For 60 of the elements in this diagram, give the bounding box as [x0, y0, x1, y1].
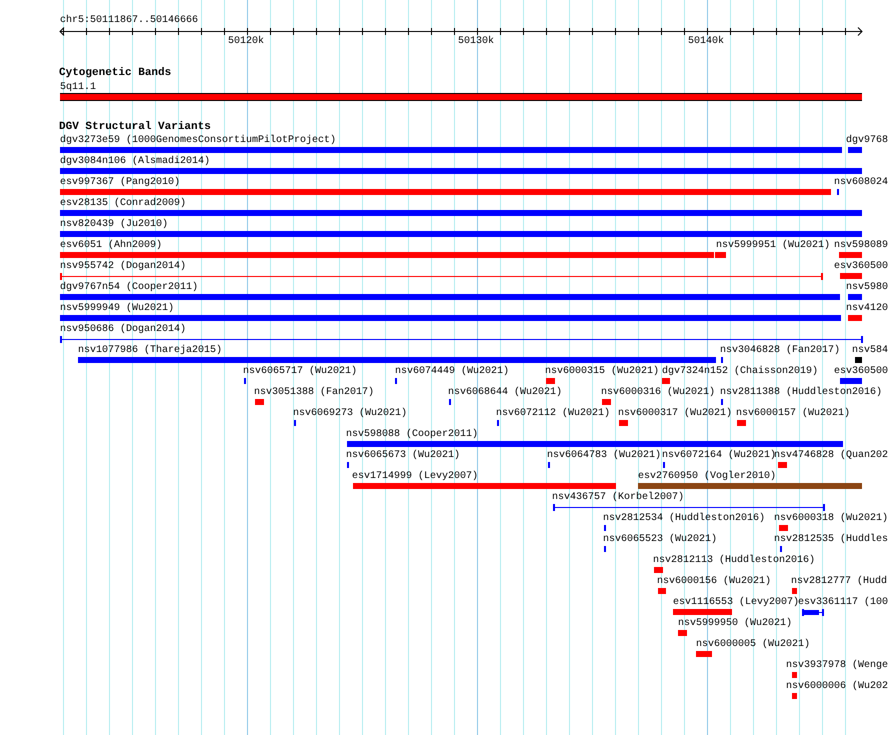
variant-label: esv1714999 (Levy2007) [352, 471, 478, 482]
variant-label: nsv955742 (Dogan2014) [60, 261, 186, 272]
variant-label: nsv3046828 (Fan2017) [720, 345, 840, 356]
variant-label: esv1116553 (Levy2007) [673, 597, 800, 608]
variant-label: nsv5999950 (Wu2021) [678, 618, 792, 629]
tick-label: 50140k [688, 36, 724, 47]
variant-label: esv360500 [834, 261, 888, 272]
variant-label: nsv6000318 (Wu2021) [774, 513, 888, 524]
variant-label: dgv7324n152 (Chaisson2019) [662, 366, 818, 377]
variant-label: dgv3084n106 (Alsmadi2014) [60, 156, 210, 167]
variant-label: nsv6064783 (Wu2021) [547, 450, 662, 461]
variant-label: nsv608024 [834, 177, 888, 188]
coordinate-label: chr5:50111867..50146666 [60, 15, 198, 26]
variant-label: nsv6000156 (Wu2021) [657, 576, 772, 587]
variant-label: esv997367 (Pang2010) [60, 177, 180, 188]
variant-label: nsv6000316 (Wu2021) [601, 387, 716, 398]
variant-label: nsv5999949 (Wu2021) [60, 303, 174, 314]
variant-label: nsv6072112 (Wu2021) [496, 408, 610, 419]
variant-label: esv28135 (Conrad2009) [60, 198, 186, 209]
variant-label: nsv6065523 (Wu2021) [603, 534, 718, 545]
variant-label: nsv6069273 (Wu2021) [293, 408, 408, 419]
variant-label: nsv598089 [834, 240, 888, 251]
variant-label: dgv9768 [846, 135, 888, 146]
variant-label: nsv2812777 (Hudd [791, 576, 888, 587]
variant-label: dgv3273e59 (1000GenomesConsortiumPilotProject) [60, 135, 336, 146]
track-title: DGV Structural Variants [59, 122, 211, 133]
variant-label: nsv820439 (Ju2010) [60, 219, 168, 230]
variant-label: nsv1077986 (Thareja2015) [78, 345, 222, 356]
variant-label: nsv6068644 (Wu2021) [448, 387, 562, 398]
tick-label: 50130k [458, 36, 494, 47]
variant-label: esv6051 (Ahn2009) [60, 240, 162, 251]
variant-label: nsv2812534 (Huddleston2016) [603, 513, 766, 524]
variant-label: nsv950686 (Dogan2014) [60, 324, 186, 335]
variant-label: nsv6000315 (Wu2021) [545, 366, 660, 377]
variant-label: 5q11.1 [60, 82, 96, 93]
variant-label: nsv2812535 (Huddles [774, 534, 888, 545]
variant-label: nsv4746828 (Quan202 [774, 450, 888, 461]
tick-label: 50120k [228, 36, 264, 47]
variant-label: nsv5999951 (Wu2021) [716, 240, 830, 251]
variant-label: nsv2812113 (Huddleston2016) [653, 555, 816, 566]
variant-label: nsv6074449 (Wu2021) [395, 366, 510, 377]
variant-label: nsv6000157 (Wu2021) [736, 408, 850, 419]
variant-label: nsv6065717 (Wu2021) [243, 366, 358, 377]
track-title: Cytogenetic Bands [59, 68, 172, 79]
variant-label: esv2760950 (Vogler2010) [638, 471, 776, 482]
variant-label: nsv4120 [846, 303, 888, 314]
variant-label: nsv6000005 (Wu2021) [696, 639, 810, 650]
variant-label: nsv598088 (Cooper2011) [346, 429, 478, 440]
variant-label: nsv3937978 (Wenge [786, 660, 888, 671]
variant-label: esv360500 [834, 366, 888, 377]
variant-label: nsv3051388 (Fan2017) [254, 387, 374, 398]
variant-label: nsv6000006 (Wu202 [786, 681, 888, 692]
variant-label: nsv6065673 (Wu2021) [346, 450, 460, 461]
variant-label: nsv584 [852, 345, 888, 356]
variant-label: nsv2811388 (Huddleston2016) [720, 387, 882, 398]
variant-label: nsv5980 [846, 282, 888, 293]
variant-label: dgv9767n54 (Cooper2011) [60, 282, 198, 293]
variant-label: nsv6000317 (Wu2021) [618, 408, 732, 419]
variant-label: esv3361117 (100 [798, 597, 888, 608]
variant-label: nsv436757 (Korbel2007) [552, 492, 684, 503]
